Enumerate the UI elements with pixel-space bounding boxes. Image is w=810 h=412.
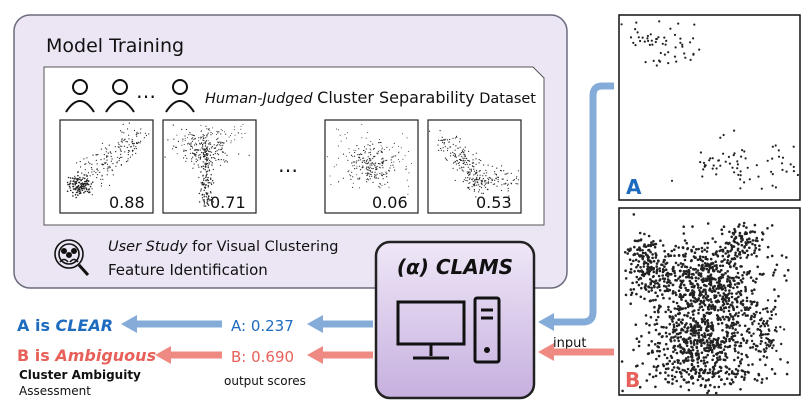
input-label: input bbox=[553, 336, 586, 351]
scatter-thumbnail-4 bbox=[427, 119, 522, 214]
person-icon bbox=[105, 79, 135, 113]
person-icon bbox=[165, 79, 195, 113]
panel-a-label: A bbox=[626, 175, 642, 199]
user-study-line2: Feature Identification bbox=[108, 261, 268, 279]
result-a-prefix: A is bbox=[17, 316, 56, 335]
dataset-label-middle: Cluster Separability bbox=[317, 88, 474, 107]
dataset-label-prefix: Human-Judged bbox=[205, 91, 313, 107]
dataset-label-suffix: Dataset bbox=[479, 91, 536, 107]
clams-title: (α) CLAMS bbox=[397, 255, 513, 279]
thumbnail-score-2: 0.71 bbox=[210, 193, 246, 212]
result-a: A is CLEAR bbox=[17, 316, 113, 335]
input-arrowhead bbox=[538, 313, 554, 331]
assessment-line1: Cluster Ambiguity bbox=[19, 368, 141, 382]
user-study-magnifier-icon bbox=[54, 239, 90, 277]
scatter-panel-b bbox=[618, 207, 801, 396]
dataset-label: Human-Judged Cluster Separability Datase… bbox=[205, 88, 536, 107]
plots-ellipsis: … bbox=[278, 153, 298, 177]
scatter-thumbnail-2 bbox=[162, 119, 257, 214]
result-arrowhead-b bbox=[155, 346, 171, 364]
user-study-line1: User Study for Visual Clustering bbox=[108, 239, 338, 255]
person-icon bbox=[65, 79, 95, 113]
result-arrowhead-a bbox=[121, 315, 137, 333]
output-arrowhead-a bbox=[307, 315, 323, 333]
input-arrowhead-b bbox=[538, 343, 554, 361]
output-score-b: B: 0.690 bbox=[231, 348, 294, 366]
result-a-word: CLEAR bbox=[56, 316, 114, 335]
output-scores-label: output scores bbox=[224, 374, 306, 388]
input-arrow bbox=[552, 82, 614, 326]
thumbnail-score-3: 0.06 bbox=[372, 193, 408, 212]
output-arrowhead-b bbox=[307, 346, 323, 364]
output-score-a: A: 0.237 bbox=[231, 317, 294, 335]
model-training-title: Model Training bbox=[46, 35, 184, 57]
result-b-prefix: B is bbox=[17, 346, 55, 365]
user-study-prefix: User Study bbox=[108, 239, 188, 255]
assessment-line2: Assessment bbox=[19, 384, 91, 398]
panel-b-label: B bbox=[625, 368, 640, 392]
thumbnail-score-1: 0.88 bbox=[109, 193, 145, 212]
computer-icon bbox=[396, 296, 501, 364]
user-study-suffix: for Visual Clustering bbox=[188, 239, 339, 255]
scatter-panel-a bbox=[618, 14, 801, 201]
result-b: B is Ambiguous bbox=[17, 346, 156, 365]
people-ellipsis: … bbox=[136, 79, 156, 103]
thumbnail-score-4: 0.53 bbox=[476, 193, 512, 212]
result-b-word: Ambiguous bbox=[53, 346, 156, 365]
